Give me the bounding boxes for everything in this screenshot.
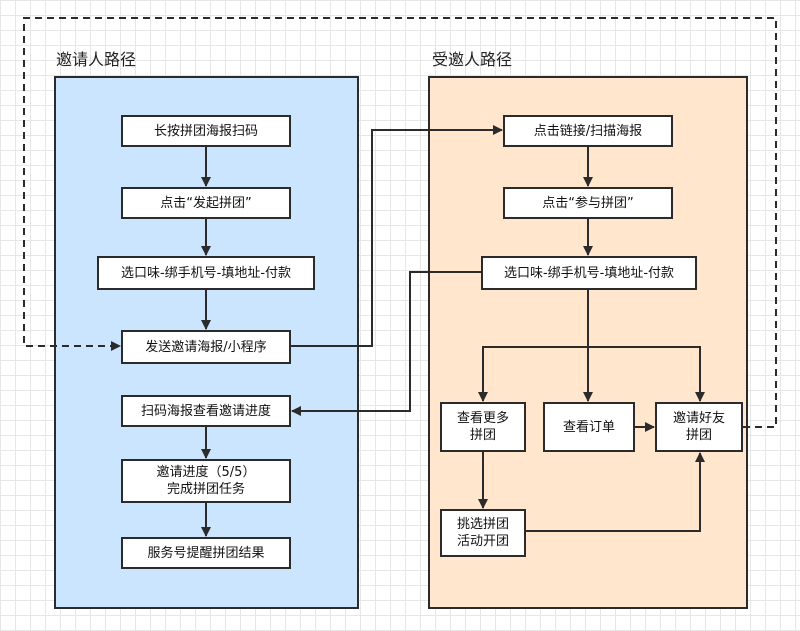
node-progress-complete: 邀请进度（5/5） 完成拼团任务 [121,459,291,503]
node-scan-view-progress: 扫码海报查看邀请进度 [121,395,291,427]
node-invitee-checkout: 选口味-绑手机号-填地址-付款 [481,256,697,290]
node-view-more-groups: 查看更多 拼团 [440,402,526,452]
node-invite-friends: 邀请好友 拼团 [655,402,743,452]
node-long-press-scan: 长按拼团海报扫码 [121,115,291,147]
inviter-lane-title: 邀请人路径 [56,50,137,69]
node-service-notify: 服务号提醒拼团结果 [121,537,291,569]
node-click-start-group: 点击“发起拼团” [121,187,291,219]
node-inviter-checkout: 选口味-绑手机号-填地址-付款 [97,256,315,290]
node-click-link-scan: 点击链接/扫描海报 [503,115,673,147]
node-send-invite-poster: 发送邀请海报/小程序 [121,330,291,364]
invitee-lane-title: 受邀人路径 [432,50,513,69]
node-pick-group-activity: 挑选拼团 活动开团 [440,509,526,557]
node-click-join-group: 点击“参与拼团” [503,187,673,219]
node-view-order: 查看订单 [543,402,635,452]
